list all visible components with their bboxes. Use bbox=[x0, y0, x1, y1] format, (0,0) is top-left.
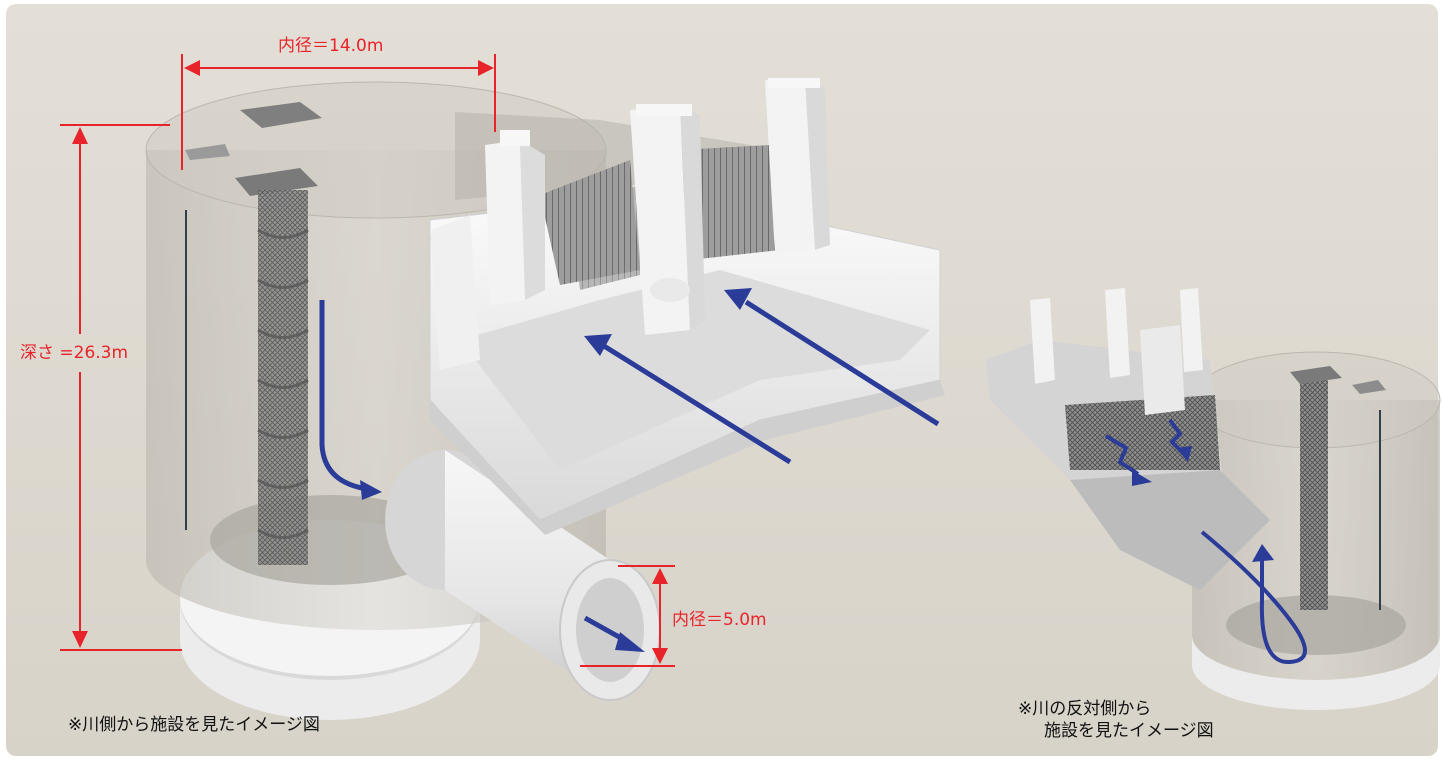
intake-structure bbox=[429, 78, 945, 535]
caption-right-line1: ※川の反対側から bbox=[1018, 699, 1152, 719]
depth-label: 深さ =26.3m bbox=[20, 343, 129, 363]
dimension-lines bbox=[60, 54, 675, 667]
pipe-diameter-label: 内径＝5.0m bbox=[672, 610, 767, 630]
caption-left: ※川側から施設を見たイメージ図 bbox=[68, 715, 320, 735]
caption-right-line2: 施設を見たイメージ図 bbox=[1044, 721, 1214, 741]
facility-view-right bbox=[986, 288, 1441, 710]
top-diameter-label: 内径＝14.0m bbox=[278, 36, 384, 56]
